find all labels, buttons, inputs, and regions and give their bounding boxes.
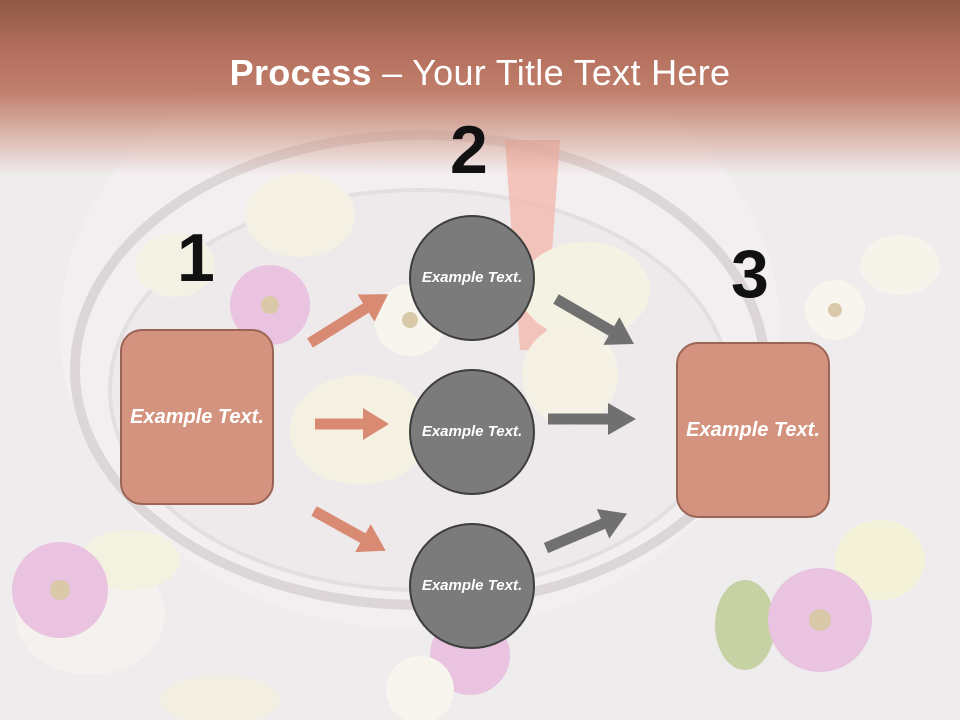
circle-bottom-label: Example Text.	[421, 576, 523, 594]
title-banner	[0, 0, 960, 175]
right-box: Example Text.	[676, 342, 830, 518]
left-box-label: Example Text.	[130, 405, 264, 428]
circle-middle: Example Text.	[409, 369, 535, 495]
circle-top-label: Example Text.	[421, 268, 523, 286]
left-box: Example Text.	[120, 329, 274, 505]
right-box-label: Example Text.	[686, 418, 820, 441]
title-bold: Process	[229, 52, 372, 93]
slide-title: Process – Your Title Text Here	[0, 52, 960, 94]
arrow-from-circle-3	[543, 509, 628, 554]
step-number-2: 2	[450, 112, 488, 188]
circle-bottom: Example Text.	[409, 523, 535, 649]
arrow-to-circle-3	[311, 506, 386, 553]
step-number-1: 1	[177, 220, 215, 296]
arrow-to-circle-2	[315, 408, 389, 440]
arrow-from-circle-2	[548, 403, 636, 435]
arrow-to-circle-1	[307, 294, 389, 348]
arrow-from-circle-1	[553, 294, 634, 345]
title-rest: – Your Title Text Here	[371, 52, 731, 93]
step-number-3: 3	[731, 236, 769, 312]
circle-top: Example Text.	[409, 215, 535, 341]
circle-middle-label: Example Text.	[421, 422, 523, 440]
